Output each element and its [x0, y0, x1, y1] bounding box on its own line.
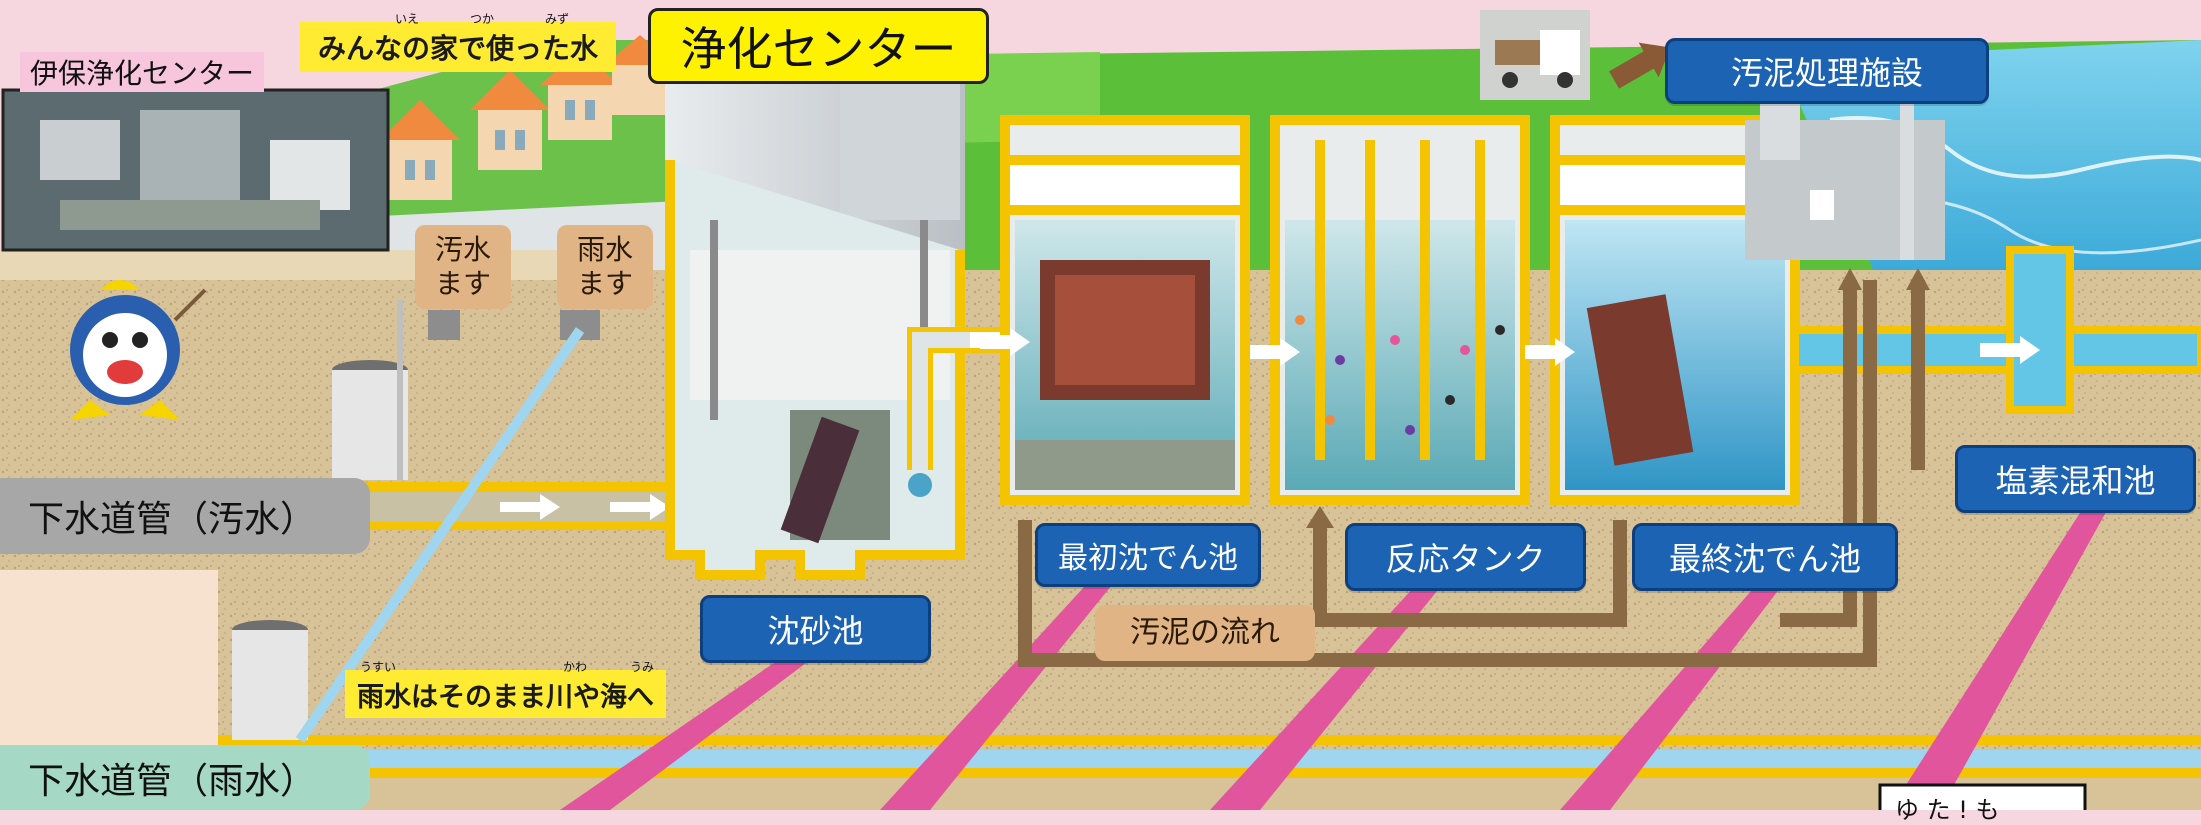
furigana-umi: うみ [630, 660, 655, 674]
household-water-text: みんなの家で使った水 [318, 32, 599, 65]
primary-settling-tank [1000, 115, 1250, 505]
center-title-text: 浄化センター [680, 22, 957, 76]
sludge-flow-pipes [1018, 280, 1925, 667]
label-sludge-flow: 汚泥の流れ [1095, 605, 1315, 661]
label-sewer-pipe-rain: 下水道管（雨水） [0, 745, 370, 810]
label-primary-settling: 最初沈でん池 [1035, 523, 1261, 587]
bottom-pipe-yellow [0, 735, 2201, 745]
rain-inlet-text: 雨水 ます [576, 233, 633, 300]
corner-label-box [1878, 783, 2087, 810]
furigana-tsuka: つか [470, 12, 495, 26]
furigana-usui: うすい [360, 660, 397, 674]
furigana-kawa: かわ [563, 660, 588, 674]
sludge-facility-building [1745, 90, 1945, 260]
rain-to-river-text: 雨水はそのまま川や海へ [357, 681, 654, 713]
furigana-ie: いえ [395, 12, 420, 26]
mascot-character [70, 280, 207, 420]
furigana-mizu: みず [545, 12, 570, 26]
label-reaction-tank: 反応タンク [1345, 523, 1586, 591]
household-water-banner: みんなの家で使った水 [300, 22, 617, 72]
sewage-inlet-text: 汚水 ます [434, 233, 491, 300]
beam-final [1560, 575, 1790, 810]
beam-grit [560, 645, 830, 810]
label-final-settling: 最終沈でん池 [1632, 523, 1898, 591]
center-title: 浄化センター [648, 8, 989, 84]
plant-photo-caption: 伊保浄化センター [20, 52, 265, 92]
reaction-tank [1270, 115, 1530, 505]
label-sludge-facility: 汚泥処理施設 [1665, 38, 1989, 104]
label-grit-chamber: 沈砂池 [700, 595, 931, 663]
houses [380, 35, 675, 200]
beam-reaction [1210, 575, 1450, 810]
blank-panel [0, 570, 218, 745]
beam-chlorine [1890, 505, 2110, 810]
rain-to-river-banner: 雨水はそのまま川や海へ [345, 670, 666, 718]
rain-inlet-box: 雨水 ます [557, 225, 653, 309]
label-sewer-pipe-sewage: 下水道管（汚水） [0, 478, 370, 554]
beam-primary [880, 575, 1120, 810]
corner-label-partial: ゆ た ! も [1895, 796, 2000, 824]
label-chlorine-tank: 塩素混和池 [1955, 445, 2196, 513]
sewage-inlet-box: 汚水 ます [415, 225, 511, 309]
